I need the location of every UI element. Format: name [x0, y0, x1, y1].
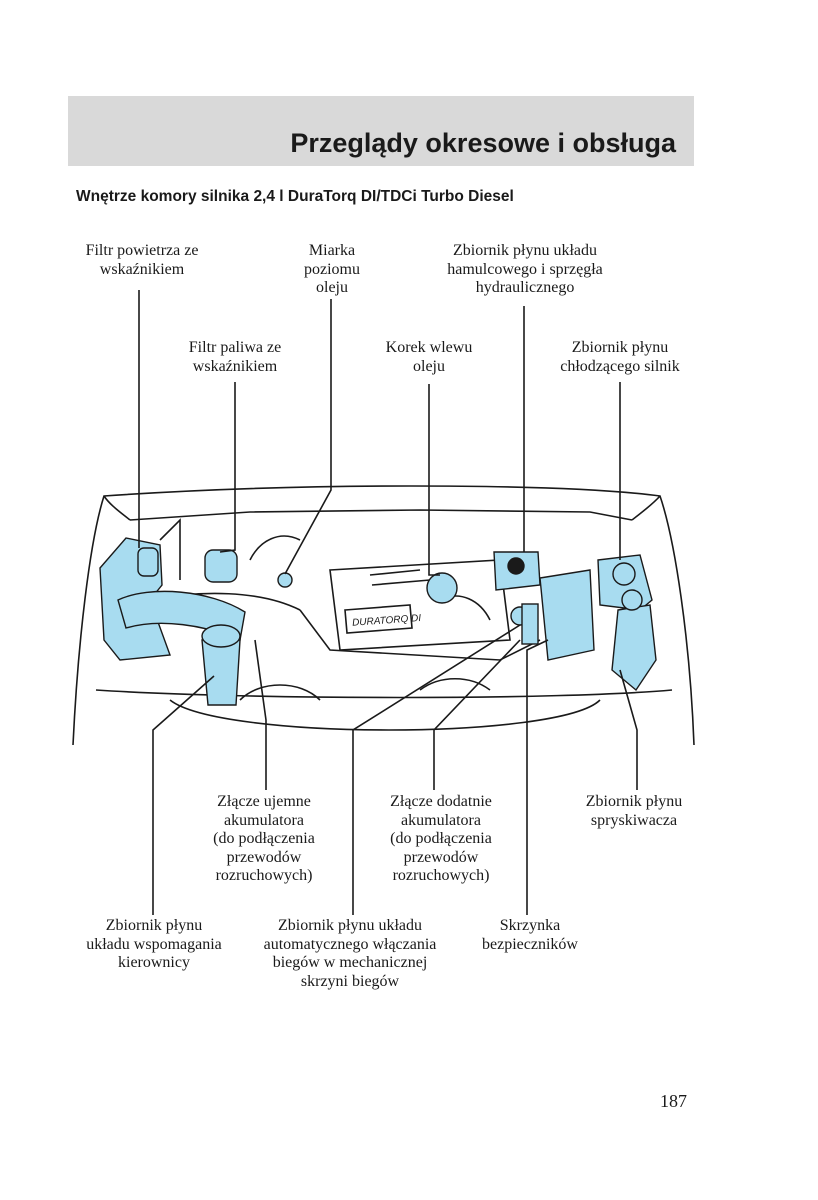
leader-dipstick — [284, 299, 332, 575]
header-bar: Przeglądy okresowe i obsługa — [68, 96, 694, 166]
label-negative-terminal: Złącze ujemne akumulatora (do podłączeni… — [213, 793, 315, 884]
label-washer: Zbiornik płynu spryskiwacza — [585, 793, 683, 829]
page-title: Przeglądy okresowe i obsługa — [290, 128, 676, 158]
oil-filler-cap — [426, 572, 458, 604]
page-number: 187 — [660, 1091, 687, 1111]
label-brake-fluid: Zbiornik płynu układu hamulcowego i sprz… — [447, 242, 603, 296]
fuse-box — [539, 569, 595, 661]
leader-washer — [619, 669, 638, 790]
leader-fuse-box — [526, 639, 549, 915]
label-oil-filler: Korek wlewu oleju — [385, 339, 473, 375]
section-subtitle: Wnętrze komory silnika 2,4 l DuraTorq DI… — [76, 188, 514, 205]
label-air-filter: Filtr powietrza ze wskaźnikiem — [85, 242, 199, 278]
leader-lines — [138, 290, 638, 915]
label-positive-terminal: Złącze dodatnie akumulatora (do podłącze… — [390, 793, 492, 884]
label-fuse-box: Skrzynka bezpieczników — [482, 917, 578, 953]
label-dipstick: Miarka poziomu oleju — [304, 242, 360, 296]
engine-cover-text: DURATORQ DI — [352, 613, 422, 629]
label-auto-shift: Zbiornik płynu układu automatycznego włą… — [263, 917, 437, 990]
label-fuel-filter: Filtr paliwa ze wskaźnikiem — [188, 339, 282, 375]
leader-negative-terminal — [254, 639, 267, 790]
dipstick-handle — [277, 572, 293, 588]
label-coolant: Zbiornik płynu chłodzącego silnik — [560, 339, 680, 375]
leader-positive-terminal — [433, 639, 521, 790]
fuel-filter — [204, 549, 238, 583]
highlighted-components — [99, 537, 657, 706]
power-steering-reservoir — [201, 639, 241, 706]
leader-auto-shift — [352, 624, 521, 915]
leader-fuel-filter — [219, 382, 236, 553]
air-filter-indicator — [137, 547, 159, 577]
washer-reservoir — [611, 604, 657, 692]
label-power-steering: Zbiornik płynu układu wspomagania kierow… — [86, 917, 222, 971]
leader-power-steering — [152, 675, 215, 915]
leader-oil-filler — [428, 384, 440, 576]
